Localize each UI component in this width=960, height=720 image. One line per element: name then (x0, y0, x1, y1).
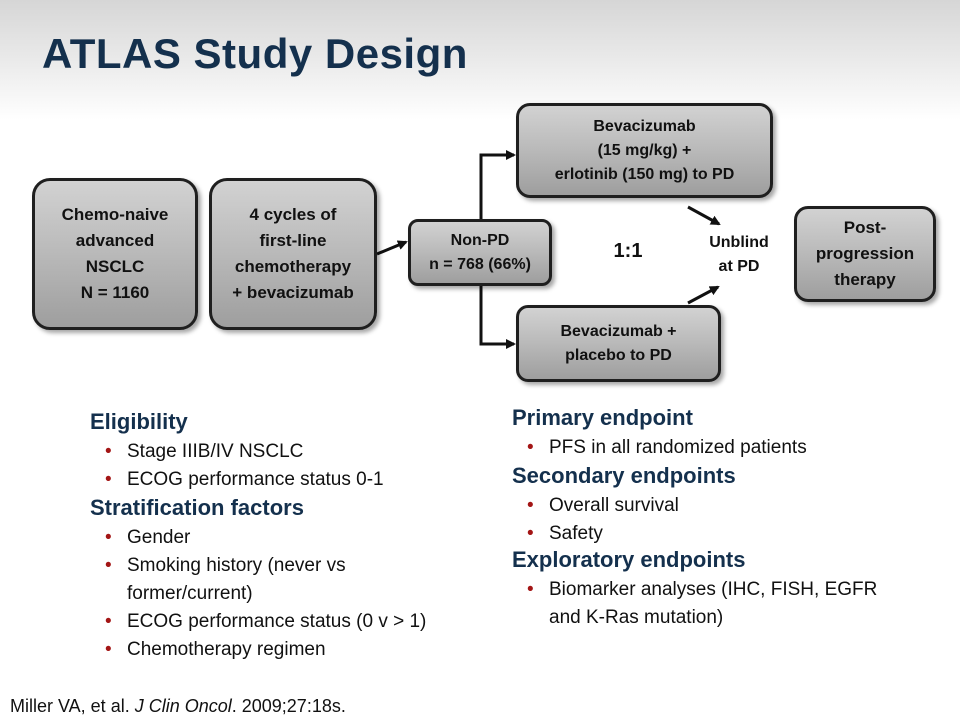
stratification-heading: Stratification factors (90, 495, 304, 520)
list-item: Gender (91, 524, 511, 552)
list-item: ECOG performance status 0-1 (91, 466, 511, 494)
citation-details: . 2009;27:18s. (231, 696, 346, 716)
nonpd-text: Non-PD n = 768 (66%) (429, 231, 531, 273)
arm-b-box: Bevacizumab + placebo to PD (516, 305, 721, 382)
unblind-label: Unblind at PD (709, 234, 769, 275)
induction-box: 4 cycles of first-line chemotherapy + be… (209, 178, 377, 330)
secondary-endpoints-list: Overall survival Safety (513, 492, 933, 548)
list-item: ECOG performance status (0 v > 1) (91, 608, 511, 636)
eligibility-heading: Eligibility (90, 409, 188, 434)
list-item: Biomarker analyses (IHC, FISH, EGFR and … (513, 576, 889, 632)
citation-journal: J Clin Oncol (134, 696, 232, 716)
eligibility-list: Stage IIIB/IV NSCLC ECOG performance sta… (91, 438, 511, 494)
list-item: Safety (513, 520, 933, 548)
nonpd-box: Non-PD n = 768 (66%) (408, 219, 552, 286)
arm-b-text: Bevacizumab + placebo to PD (560, 322, 677, 364)
citation: Miller VA, et al. J Clin Oncol. 2009;27:… (10, 696, 346, 717)
citation-authors: Miller VA, et al. (10, 696, 130, 716)
arrow-arm-a-to-unblind (687, 205, 721, 226)
arrow-induction-to-nonpd (376, 240, 408, 256)
list-item: Stage IIIB/IV NSCLC (91, 438, 511, 466)
exploratory-endpoints-heading: Exploratory endpoints (512, 547, 746, 572)
arm-a-text: Bevacizumab (15 mg/kg) + erlotinib (150 … (554, 117, 735, 183)
enrollment-box: Chemo-naive advanced NSCLC N = 1160 (32, 178, 198, 330)
list-item: Smoking history (never vs former/current… (91, 552, 397, 608)
arrow-arm-b-to-unblind (687, 285, 720, 305)
page-title: ATLAS Study Design (42, 30, 468, 77)
arm-a-box: Bevacizumab (15 mg/kg) + erlotinib (150 … (516, 103, 773, 198)
list-item: PFS in all randomized patients (513, 434, 933, 462)
enrollment-text: Chemo-naive advanced NSCLC N = 1160 (61, 205, 169, 302)
post-progression-text: Post- progression therapy (815, 218, 915, 289)
primary-endpoint-list: PFS in all randomized patients (513, 434, 933, 462)
exploratory-endpoints-list: Biomarker analyses (IHC, FISH, EGFR and … (513, 576, 913, 632)
list-item: Overall survival (513, 492, 933, 520)
post-progression-box: Post- progression therapy (794, 206, 936, 302)
stratification-list: Gender Smoking history (never vs former/… (91, 524, 511, 664)
primary-endpoint-heading: Primary endpoint (512, 405, 693, 430)
randomization-ratio: 1:1 (613, 240, 643, 262)
header-band (0, 0, 960, 120)
list-item: Chemotherapy regimen (91, 636, 511, 664)
induction-text: 4 cycles of first-line chemotherapy + be… (232, 205, 354, 302)
secondary-endpoints-heading: Secondary endpoints (512, 463, 736, 488)
